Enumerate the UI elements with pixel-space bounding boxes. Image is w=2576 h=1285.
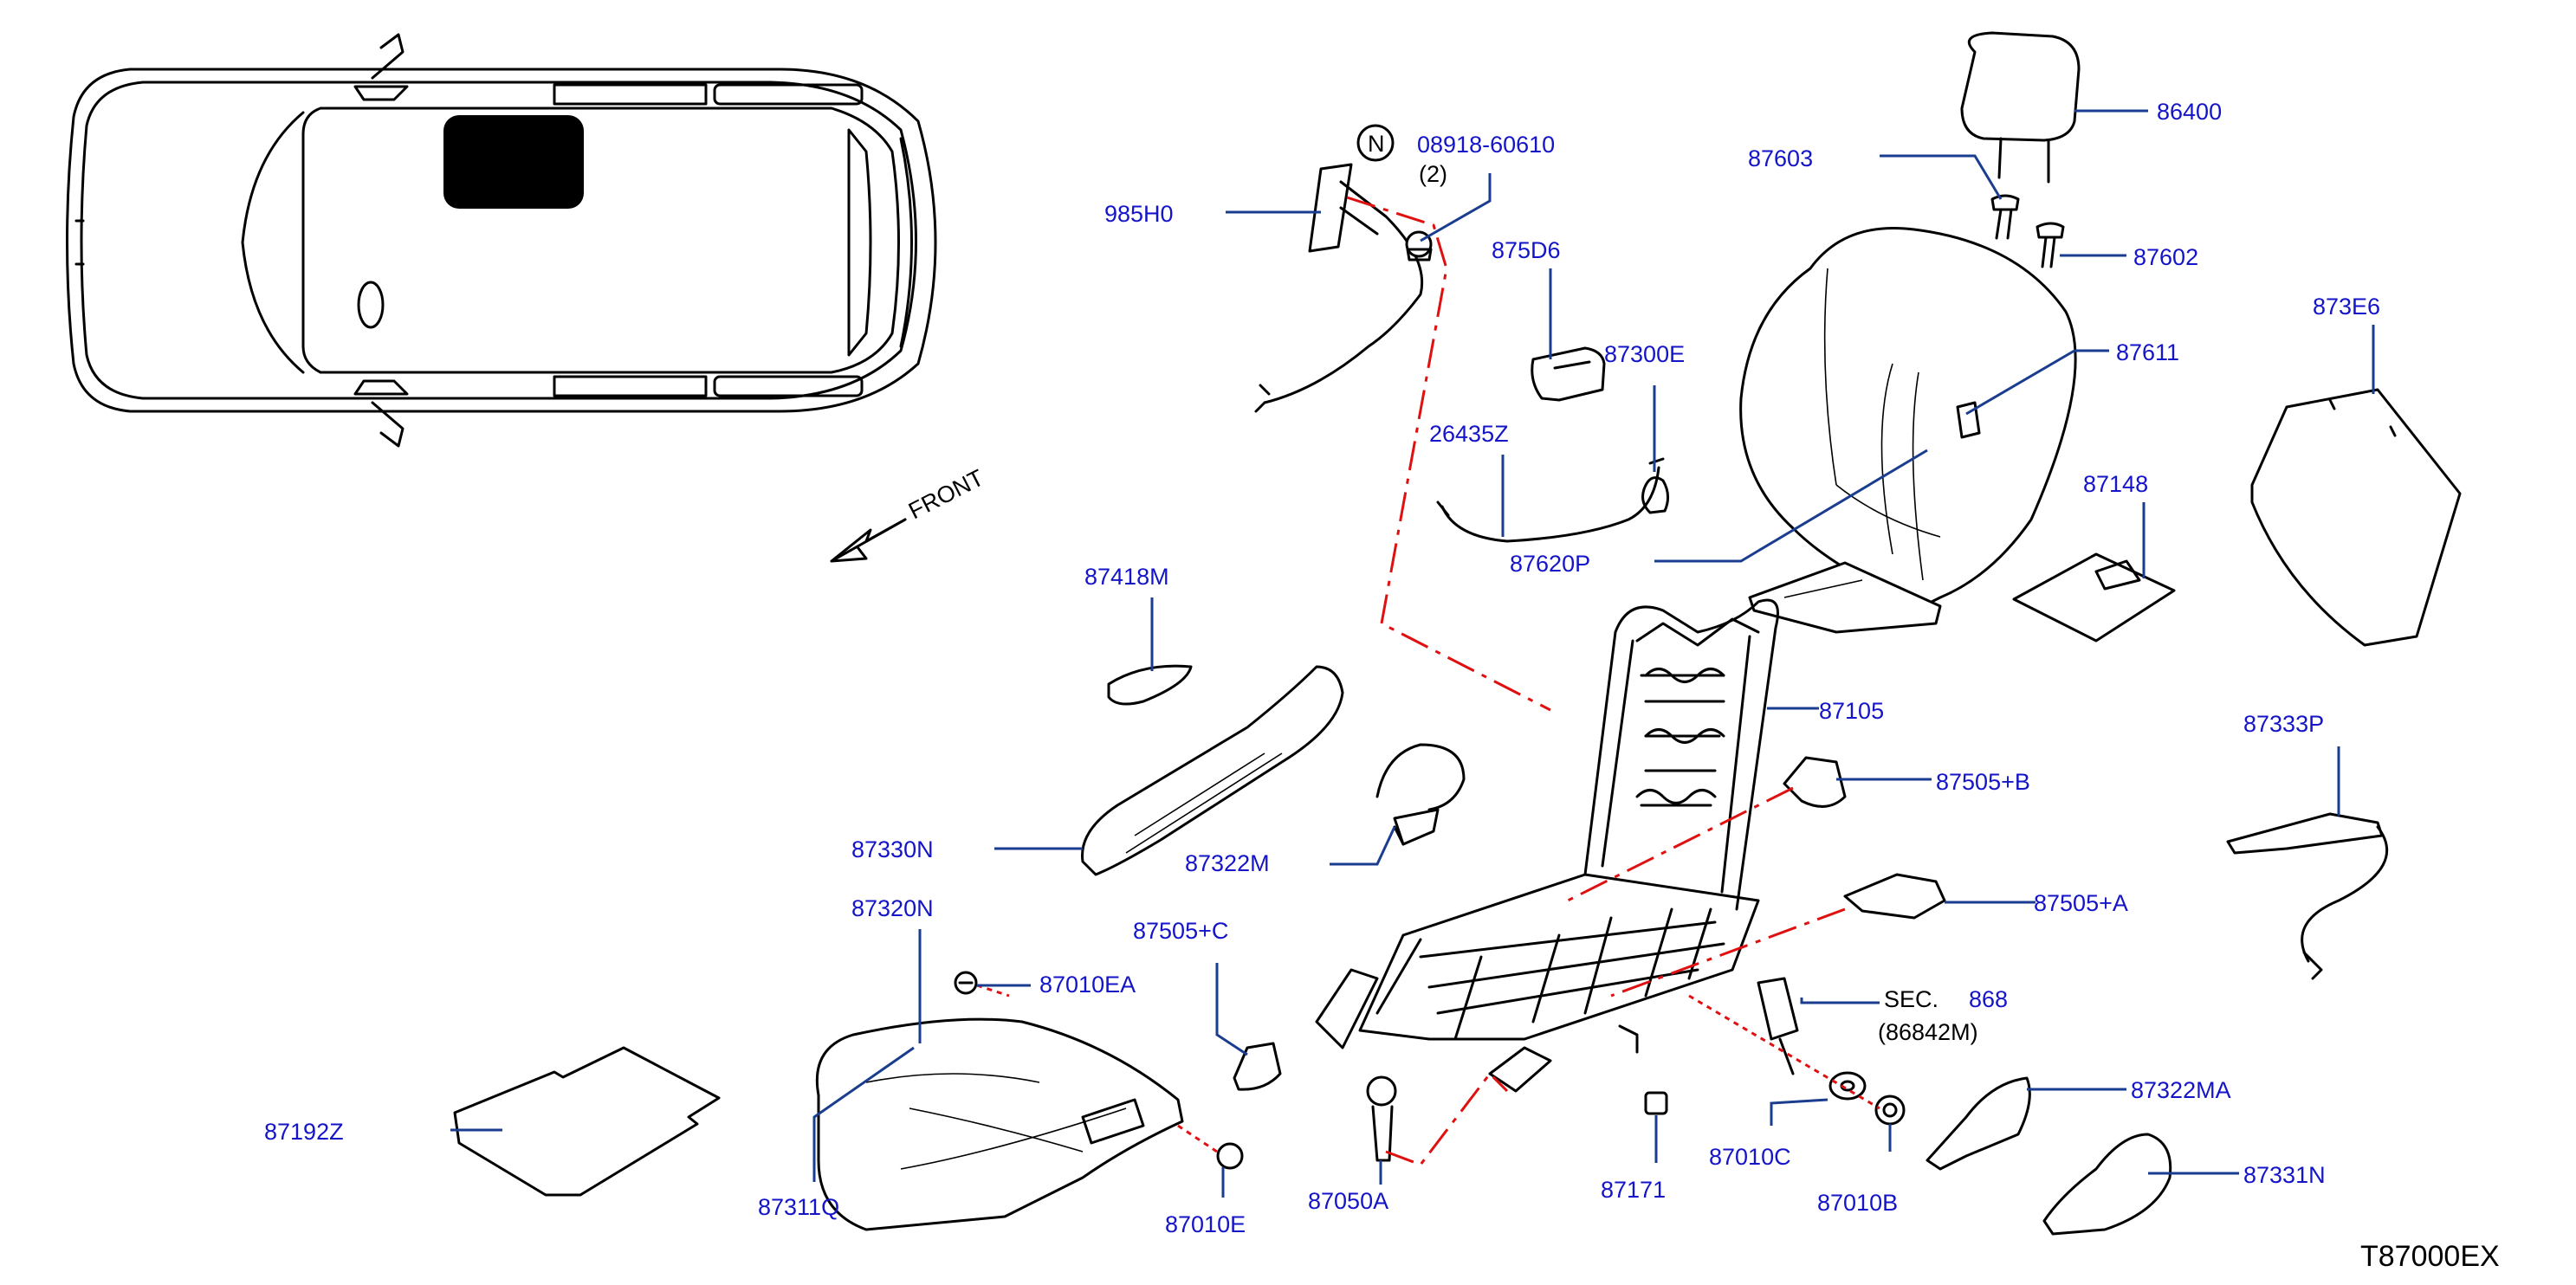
callout-873E6: 873E6	[2313, 294, 2380, 320]
harness-985H0	[1254, 163, 1424, 413]
guide-87602	[2036, 222, 2065, 268]
note-symbol-N: N	[1356, 124, 1395, 162]
chain-line-clip	[1177, 1124, 1218, 1153]
callout-87171: 87171	[1601, 1177, 1666, 1203]
callout-87620P: 87620P	[1510, 551, 1590, 577]
callout-87192Z: 87192Z	[264, 1119, 344, 1145]
seat-location-highlight	[443, 115, 584, 209]
callout-87322MA: 87322MA	[2131, 1077, 2231, 1103]
clip-87010E	[1216, 1142, 1244, 1170]
mat-87192Z	[453, 1046, 721, 1197]
leader-lines	[450, 109, 2375, 1198]
chain-line-trim-b	[1567, 786, 1794, 902]
chain-line-screw	[976, 984, 1010, 998]
callout-87320N: 87320N	[851, 895, 934, 921]
chain-line-trim-a	[1610, 907, 1846, 998]
guide-87603	[1990, 194, 2020, 240]
section-ref-prefix: SEC.	[1884, 986, 1938, 1012]
callout-87050A: 87050A	[1308, 1188, 1388, 1214]
trim-87505-B	[1783, 756, 1847, 808]
cover-87331N	[2042, 1133, 2172, 1236]
seatback-87620P	[1739, 226, 2077, 634]
seat-frame-87105	[1315, 598, 1779, 1093]
cable-87333P	[2226, 812, 2389, 980]
callout-08918-60610: 08918-60610	[1417, 132, 1555, 158]
callout-87505-B: 87505+B	[1936, 769, 2030, 795]
section-ref-sub: (86842M)	[1878, 1019, 1978, 1045]
callout-875D6: 875D6	[1492, 237, 1561, 263]
callout-87505-C: 87505+C	[1133, 918, 1228, 944]
clip-87300E	[1641, 476, 1669, 514]
callout-87330N: 87330N	[851, 836, 934, 862]
trim-87505-A	[1843, 873, 1946, 920]
seat-cushion-87320N	[815, 1017, 1184, 1231]
callout-87603: 87603	[1748, 145, 1813, 171]
diagram-code: T87000EX	[2360, 1240, 2500, 1273]
callout-87300E: 87300E	[1604, 341, 1685, 367]
vehicle-top-view	[66, 33, 937, 448]
pad-87148	[2012, 552, 2176, 642]
nut-87171	[1644, 1091, 1668, 1115]
headrest-86400	[1960, 31, 2081, 184]
callout-87105: 87105	[1819, 698, 1884, 724]
screw-87010EA	[954, 971, 978, 995]
callout-87418M: 87418M	[1084, 564, 1169, 590]
bracket-87322M	[1375, 743, 1466, 846]
bolt-87050A	[1366, 1075, 1397, 1162]
callout-87322M: 87322M	[1185, 850, 1270, 876]
callout-87602: 87602	[2133, 244, 2198, 270]
callout-868: 868	[1969, 986, 2008, 1012]
callout-26435Z: 26435Z	[1429, 421, 1509, 447]
knob-87418M	[1107, 664, 1193, 706]
washer-87010C	[1828, 1071, 1867, 1101]
callout-985H0: 985H0	[1104, 201, 1174, 227]
board-873E6	[2250, 388, 2462, 647]
callout-87611: 87611	[2116, 339, 2179, 365]
callout-87331N: 87331N	[2243, 1162, 2326, 1188]
front-direction-arrow: FRONT	[830, 464, 988, 563]
callout-87010E: 87010E	[1165, 1211, 1246, 1237]
cover-87330N	[1081, 665, 1344, 876]
callout-87148: 87148	[2083, 471, 2148, 497]
callout-87333P: 87333P	[2243, 711, 2324, 737]
chain-line-harness	[1346, 196, 1551, 712]
callout-87010B: 87010B	[1817, 1190, 1898, 1216]
nut-87010B	[1874, 1095, 1906, 1126]
callout-87010C: 87010C	[1709, 1144, 1791, 1170]
callout-87010EA: 87010EA	[1039, 972, 1136, 998]
front-label: FRONT	[904, 464, 987, 524]
seat-belt-buckle	[1757, 977, 1799, 1075]
callout-labels: 86400 87603 87602 08918-60610 (2) 985H0 …	[264, 99, 2380, 1237]
harness-26435Z	[1436, 457, 1665, 543]
chain-line-bolt	[1385, 1071, 1509, 1166]
callout-87311Q: 87311Q	[758, 1194, 839, 1220]
callout-08918-qty: (2)	[1419, 161, 1447, 187]
callout-87505-A: 87505+A	[2034, 890, 2128, 916]
callout-86400: 86400	[2157, 99, 2222, 125]
note-symbol-text: N	[1368, 131, 1385, 157]
bracket-87322MA	[1926, 1076, 2031, 1171]
module-875D6	[1531, 346, 1606, 402]
